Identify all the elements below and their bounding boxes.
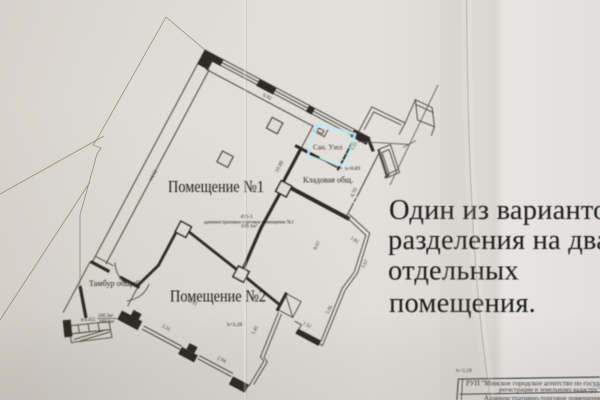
svg-text:отдельных: отдельных: [388, 256, 519, 287]
svg-text:6.92: 6.92: [262, 92, 273, 102]
svg-text:h=0.89: h=0.89: [345, 166, 360, 172]
svg-text:5.45: 5.45: [250, 325, 260, 336]
svg-text:3.31: 3.31: [160, 323, 171, 333]
svg-text:Сан. Узел: Сан. Узел: [313, 144, 343, 152]
svg-text:h=3.28: h=3.28: [456, 368, 472, 374]
svg-text:14.52: 14.52: [148, 169, 159, 182]
svg-text:5.06: 5.06: [325, 304, 335, 315]
svg-text:9.07: 9.07: [313, 240, 323, 251]
svg-text:РУП "Минское городское агентст: РУП "Минское городское агентство по госу…: [466, 380, 600, 388]
svg-text:4.70: 4.70: [349, 187, 359, 199]
svg-text:1.52: 1.52: [302, 321, 313, 330]
svg-text:415-1: 415-1: [241, 214, 254, 220]
svg-text:Помещение №2: Помещение №2: [170, 287, 266, 306]
svg-text:3.67: 3.67: [360, 258, 370, 269]
svg-text:Один из вариантов: Один из вариантов: [389, 195, 600, 226]
svg-text:160.3м²: 160.3м²: [99, 319, 115, 325]
svg-text:0.55: 0.55: [350, 141, 359, 152]
svg-text:160.3м²: 160.3м²: [98, 313, 114, 319]
svg-text:Помещение №1: Помещение №1: [168, 177, 264, 196]
svg-text:регистрации и земельному кадас: регистрации и земельному кадастру": [499, 387, 600, 394]
svg-text:10.89: 10.89: [274, 160, 285, 174]
svg-text:1.85: 1.85: [349, 236, 359, 245]
svg-text:Тамбур общий: Тамбур общий: [89, 279, 141, 288]
svg-text:2.94: 2.94: [216, 355, 227, 365]
svg-text:разделения на два: разделения на два: [388, 225, 600, 256]
svg-text:9.91: 9.91: [187, 298, 198, 308]
svg-text:Кладовая общ.: Кладовая общ.: [303, 176, 353, 185]
svg-text:160.1м²: 160.1м²: [241, 224, 258, 230]
svg-text:в.о.415: в.о.415: [81, 318, 96, 323]
svg-text:административно-торговое помещ: административно-торговое помещение №1: [204, 220, 294, 226]
svg-text:h=3.28: h=3.28: [227, 322, 242, 328]
svg-text:Административно-торговое помещ: Административно-торговое помещение №: [484, 394, 600, 400]
svg-text:помещения.: помещения.: [389, 288, 536, 319]
